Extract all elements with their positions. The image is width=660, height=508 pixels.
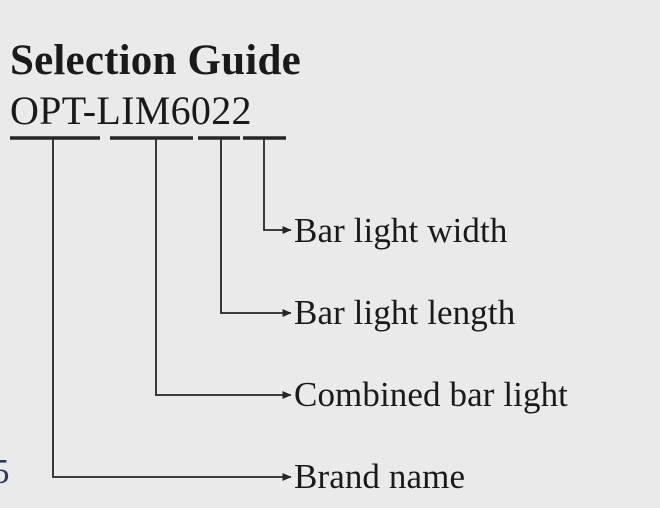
clipped-edge-fragment: 5 <box>0 452 10 491</box>
leader-line-bar-light-width <box>263 138 292 234</box>
callout-label-bar-light-length: Bar light length <box>294 293 516 332</box>
callout-leader-lines <box>52 138 292 481</box>
page-title: Selection Guide <box>10 36 301 84</box>
leader-line-brand-name <box>52 138 292 481</box>
callout-label-combined-bar-light: Combined bar light <box>294 375 568 414</box>
part-number-text: OPT-LIM6022 <box>10 88 252 133</box>
leader-line-bar-light-length <box>220 138 292 317</box>
leader-line-combined-bar-light <box>155 138 292 399</box>
callout-label-brand-name: Brand name <box>294 457 466 496</box>
callout-label-bar-light-width: Bar light width <box>294 211 508 250</box>
